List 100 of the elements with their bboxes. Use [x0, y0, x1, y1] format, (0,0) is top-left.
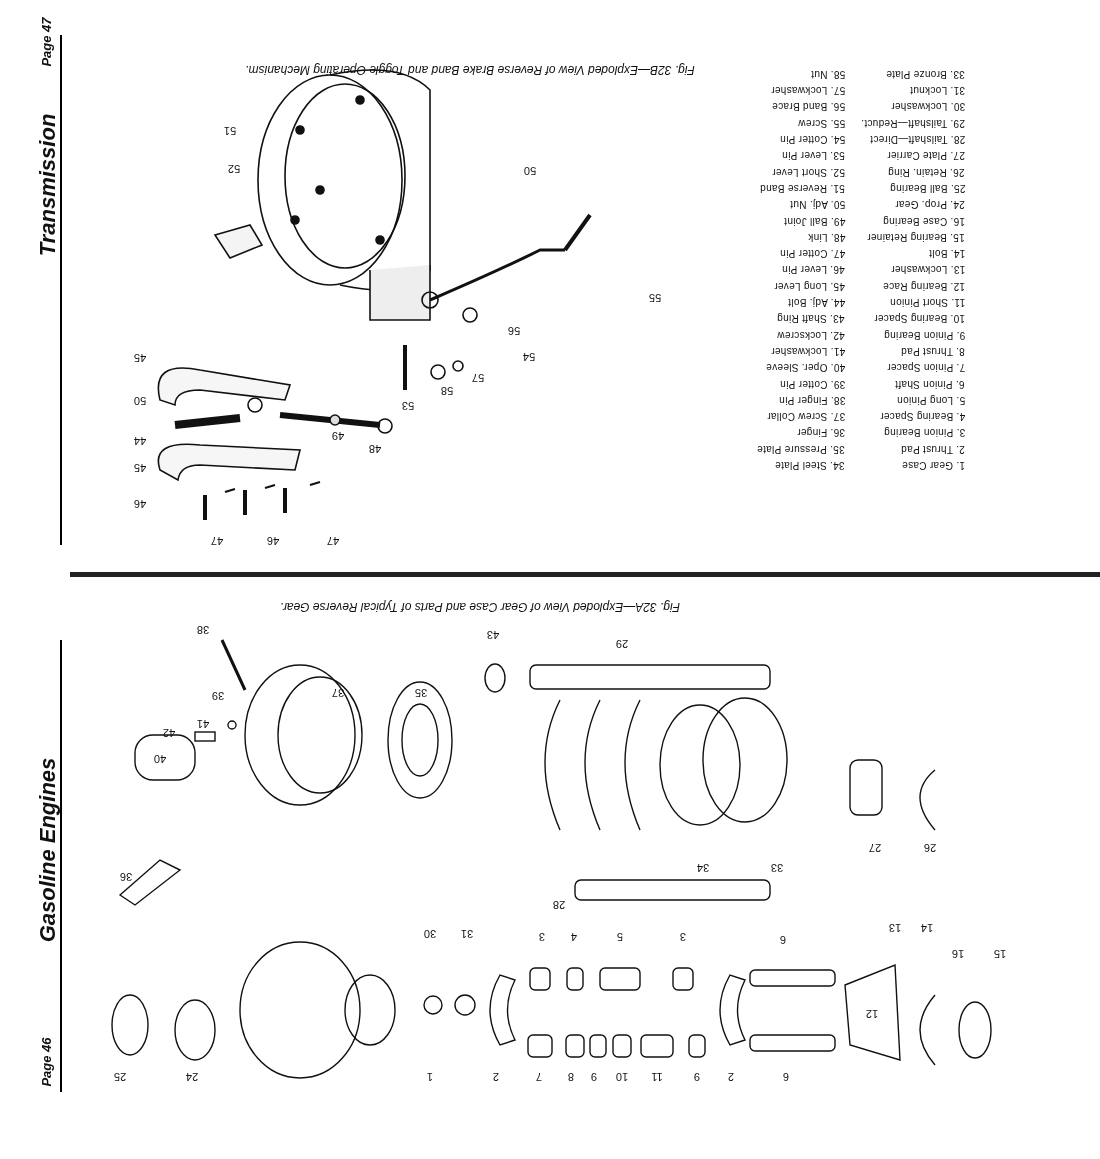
parts-list-entry: 37. Screw Collar — [766, 411, 845, 422]
callout-number: 27 — [868, 841, 882, 853]
callout-number: 30 — [423, 927, 437, 939]
parts-list-entry: 55. Screw — [797, 117, 845, 128]
callout-number: 47 — [326, 534, 340, 546]
callout-number: 9 — [693, 1070, 701, 1082]
callout-number: 16 — [951, 947, 965, 959]
callout-number: 28 — [552, 898, 566, 910]
parts-list-entry: 41. Lockwasher — [770, 345, 845, 356]
page-header: Page 46 — [39, 1037, 53, 1087]
parts-list-entry: 8. Thrust Pad — [901, 345, 965, 356]
parts-list-entry: 39. Cotter Pin — [779, 378, 845, 389]
callout-number: 39 — [211, 689, 225, 701]
callout-number: 29 — [615, 637, 629, 649]
parts-list-entry: 10. Bearing Spacer — [874, 313, 965, 324]
parts-list-entry: 4. Bearing Spacer — [879, 411, 965, 422]
parts-list-entry: 38. Finger Pin — [778, 394, 845, 405]
callout-number: 12 — [865, 1007, 879, 1019]
callout-number: 2 — [492, 1070, 500, 1082]
parts-list-entry: 31. Locknut — [910, 85, 965, 96]
callout-number: 38 — [196, 623, 210, 635]
callout-number: 14 — [920, 921, 934, 933]
callout-number: 47 — [210, 534, 224, 546]
parts-list-entry: 28. Tailshaft—Direct — [869, 134, 965, 144]
parts-list-entry: 36. Finger — [796, 427, 845, 438]
parts-list-entry: 33. Bronze Plate — [886, 68, 965, 79]
figure-caption: Fig. 32A—Exploded View of Gear Case and Parts of Typical Reverse Gear. — [280, 601, 680, 613]
callout-number: 3 — [679, 930, 687, 942]
callout-number: 15 — [993, 947, 1007, 959]
parts-list-entry: 47. Cotter Pin — [779, 248, 845, 259]
parts-list-entry: 1. Gear Case — [901, 460, 965, 470]
callout-number: 45 — [133, 461, 147, 473]
parts-list-entry: 49. Ball Joint — [783, 215, 845, 226]
parts-list-entry: 14. Bolt — [928, 248, 965, 259]
parts-list-entry: 12. Bearing Race — [882, 280, 965, 291]
parts-list-entry: 5. Long Pinion — [896, 394, 965, 405]
parts-list-entry: 34. Steel Plate — [775, 460, 845, 470]
callout-number: 37 — [331, 686, 345, 698]
callout-number: 53 — [401, 399, 415, 411]
parts-list-entry: 56. Band Brace — [771, 101, 845, 112]
parts-list-entry: 35. Pressure Plate — [757, 443, 845, 454]
callout-number: 4 — [570, 930, 578, 942]
parts-list-entry: 9. Pinion Bearing — [883, 329, 965, 340]
page-header: Page 47 — [39, 17, 53, 67]
callout-number: 44 — [133, 434, 147, 446]
callout-number: 8 — [567, 1070, 575, 1082]
callout-number: 43 — [486, 628, 500, 640]
parts-list-entry: 40. Oper. Sleeve — [765, 362, 845, 373]
parts-list-entry: 51. Reverse Band — [760, 182, 845, 193]
callout-number: 41 — [196, 717, 210, 729]
callout-number: 10 — [615, 1070, 629, 1082]
callout-number: 45 — [133, 351, 147, 363]
callout-number: 40 — [153, 752, 167, 764]
callout-number: 54 — [522, 350, 536, 362]
callout-number: 42 — [162, 726, 176, 738]
parts-list-entry: 52. Short Lever — [772, 166, 845, 177]
callout-number: 57 — [471, 371, 485, 383]
parts-list-entry: 25. Ball Bearing — [889, 182, 965, 193]
callout-number: 55 — [648, 291, 662, 303]
callout-number: 11 — [651, 1070, 663, 1082]
parts-list-entry: 24. Prop. Gear — [895, 199, 965, 210]
parts-list-entry: 58. Nut — [810, 68, 845, 79]
parts-list-entry: 45. Long Lever — [774, 280, 845, 291]
callout-number: 48 — [368, 442, 382, 454]
callout-number: 13 — [888, 921, 902, 933]
parts-list-entry: 48. Link — [807, 231, 845, 242]
callout-number: 25 — [113, 1070, 127, 1082]
parts-list-entry: 50. Adj. Nut — [789, 199, 845, 210]
parts-list-entry: 46. Lever Pin — [782, 264, 845, 275]
callout-number: 5 — [616, 930, 624, 942]
parts-list-entry: 13. Lockwasher — [890, 264, 965, 275]
parts-list-entry: 43. Shaft Ring — [777, 313, 845, 324]
parts-list-entry: 26. Retain. Ring — [888, 166, 965, 177]
parts-list-entry: 16. Case Bearing — [882, 215, 965, 226]
page-header: Gasoline Engines — [37, 757, 59, 943]
parts-list-entry: 53. Lever Pin — [782, 150, 845, 161]
callout-number: 31 — [460, 927, 474, 939]
callout-number: 50 — [133, 394, 147, 406]
parts-list-entry: 2. Thrust Pad — [901, 443, 965, 454]
callout-number: 49 — [331, 429, 345, 441]
callout-number: 51 — [223, 124, 237, 136]
callout-number: 7 — [535, 1070, 543, 1082]
callout-number: 46 — [133, 497, 147, 509]
callout-number: 6 — [779, 933, 787, 945]
callout-number: 9 — [590, 1070, 598, 1082]
callout-number: 35 — [414, 686, 428, 698]
callout-number: 33 — [770, 861, 784, 873]
parts-list-entry: 44. Adj. Bolt — [787, 297, 845, 307]
page-header: Transmission — [37, 113, 59, 257]
parts-list-entry: 30. Lockwasher — [890, 101, 965, 112]
parts-list-entry: 6. Pinion Shaft — [895, 378, 965, 389]
callout-number: 52 — [227, 162, 241, 174]
parts-list-entry: 29. Tailshaft—Reduct. — [861, 117, 965, 128]
parts-list-entry: 15. Bearing Retainer — [867, 231, 965, 242]
parts-list-entry: 7. Pinion Spacer — [886, 362, 965, 373]
callout-number: 58 — [440, 384, 454, 396]
parts-list-entry: 27. Plate Carrier — [887, 150, 965, 161]
callout-number: 24 — [185, 1070, 199, 1082]
callout-number: 6 — [782, 1070, 790, 1082]
callout-number: 50 — [523, 164, 537, 176]
